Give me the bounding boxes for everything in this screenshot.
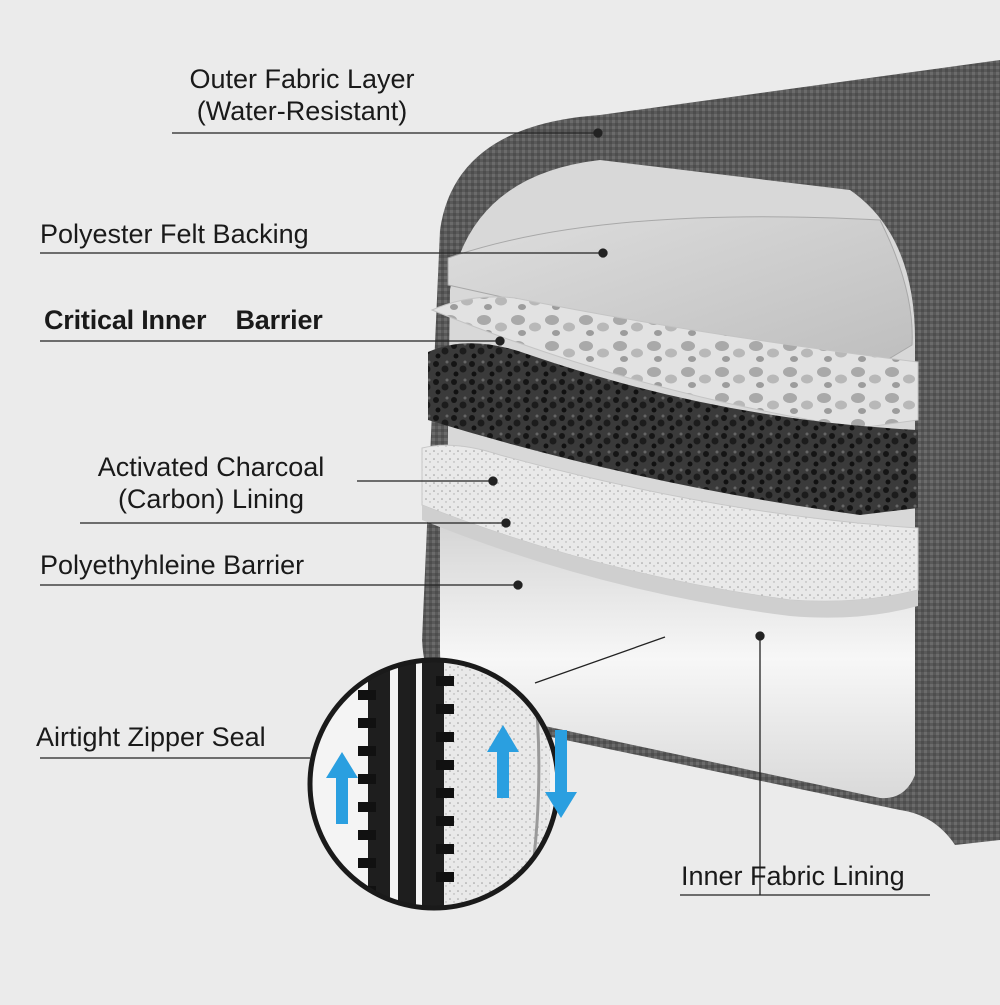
charcoal-layer	[428, 343, 918, 515]
label-charcoal: Activated Charcoal (Carbon) Lining	[76, 451, 346, 515]
label-felt-backing: Polyester Felt Backing	[40, 219, 309, 249]
label-inner-lining: Inner Fabric Lining	[681, 861, 905, 891]
polyethylene-edge	[422, 505, 918, 618]
label-zipper: Airtight Zipper Seal	[36, 722, 266, 752]
label-inner-barrier: Critical Inner Barrier	[44, 305, 323, 335]
zipper-magnifier	[310, 660, 558, 908]
arrow-up-icon	[326, 752, 358, 824]
label-charcoal-line1: Activated Charcoal	[97, 452, 325, 482]
label-outer-fabric-line2: (Water-Resistant)	[196, 96, 408, 126]
leader-lines	[40, 128, 930, 896]
label-charcoal-line2: (Carbon) Lining	[117, 484, 305, 514]
arrow-down-icon	[545, 730, 577, 818]
label-polyethylene: Polyethyhleine Barrier	[40, 550, 305, 580]
label-outer-fabric-line1: Outer Fabric Layer	[189, 64, 415, 94]
inner-barrier-layer	[430, 296, 919, 429]
arrow-up-icon	[487, 725, 519, 798]
label-outer-fabric: Outer Fabric Layer (Water-Resistant)	[172, 63, 432, 127]
